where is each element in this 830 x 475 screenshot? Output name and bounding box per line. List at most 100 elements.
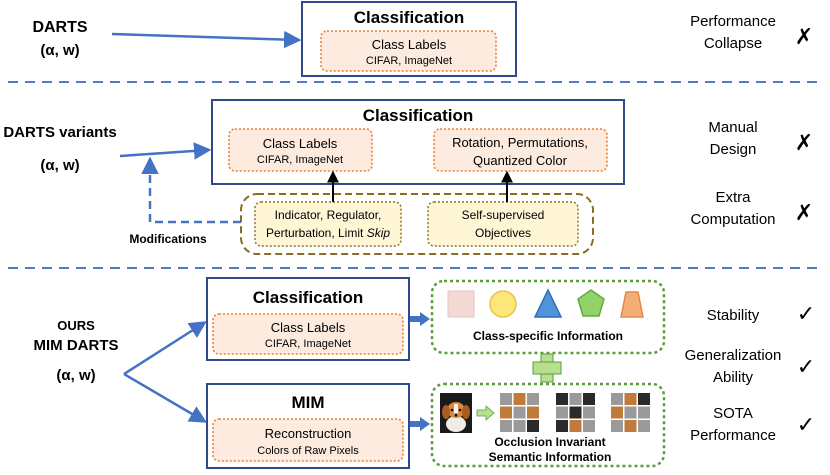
variants-pretext-box [433,128,608,172]
variants-label: DARTS variants [3,124,116,141]
ours-label: OURS [57,318,95,333]
visible-patch [638,393,650,405]
visible-patch [569,420,582,432]
mod-regularizers-line2: Perturbation, Limit Skip [266,226,390,240]
modifications-feedback-arrow [141,156,241,224]
variants-pretext-line1: Rotation, Permutations, [452,135,588,150]
visible-patch [624,393,637,405]
mod-regularizers-box [254,201,402,247]
visible-patch [569,406,582,419]
masked-patch [556,406,568,419]
cross-icon: ✗ [795,24,813,49]
mim-reconstruction-sub: Colors of Raw Pixels [257,445,359,457]
block-arrow-class [410,312,430,326]
masked-patch-grids [500,393,650,432]
variants-class-labels: Class Labels [263,136,338,151]
section-mim-darts: OURS MIM DARTS (α, w) Classification Cla… [34,277,815,469]
triangle-shape-icon [533,288,563,318]
result-performance-collapse-2: Collapse [704,35,762,52]
result-performance-collapse-1: Performance [690,13,776,30]
check-icon: ✓ [797,412,815,437]
result-extra-computation-2: Computation [690,211,775,228]
mim-reconstruction-box [212,418,404,462]
result-manual-design-2: Design [710,141,757,158]
mod-selfsup-line1: Self-supervised [462,208,545,222]
variants-classification-title: Classification [363,106,474,125]
mod-regularizers-line1: Indicator, Regulator, [275,208,382,222]
check-icon: ✓ [797,354,815,379]
block-arrow-mim [410,417,430,431]
mim-reconstruction: Reconstruction [265,426,352,441]
cross-icon: ✗ [795,200,813,225]
result-extra-computation-1: Extra [715,189,751,206]
darts-class-labels-box [320,30,497,72]
masked-patch [638,420,650,432]
semantic-info-box [430,382,666,468]
visible-patch [624,420,637,432]
masked-patch [638,406,650,419]
visible-patch [500,406,512,419]
masked-patch [513,420,526,432]
result-manual-design-1: Manual [708,119,757,136]
branch-arrow-down [123,372,208,423]
result-generalization-1: Generalization [685,347,782,364]
puppy-image [440,393,472,433]
masked-patch [611,393,623,405]
green-arrow-icon [476,405,495,421]
mim-class-labels-box [212,313,404,355]
masked-patch [583,420,595,432]
masked-patch [583,406,595,419]
check-icon: ✓ [797,301,815,326]
variants-datasets: CIFAR, ImageNet [257,154,343,166]
mim-title: MIM [291,393,324,412]
modifications-label: Modifications [129,232,207,246]
result-sota-2: Performance [690,427,776,444]
result-sota-1: SOTA [713,405,753,422]
section-darts-variants: DARTS variants (α, w) Classification Cla… [3,99,813,255]
masked-patch [527,393,539,405]
plus-icon [532,353,562,383]
darts-class-labels: Class Labels [372,37,447,52]
semantic-info-line2: Semantic Information [489,450,612,464]
circle-shape-icon [489,290,517,318]
section-darts: DARTS (α, w) Classification Class Labels… [32,1,813,77]
cross-icon: ✗ [795,130,813,155]
result-stability: Stability [707,307,760,324]
visible-patch [527,420,539,432]
trapezoid-shape-icon [620,291,644,318]
variants-arrow [119,142,212,160]
visible-patch [583,393,595,405]
shape-row [447,288,644,318]
visible-patch [513,393,526,405]
mim-class-labels: Class Labels [271,320,346,335]
masked-patch [500,393,512,405]
darts-label: DARTS [32,19,87,36]
result-generalization-2: Ability [713,369,754,386]
variants-pretext-line2: Quantized Color [473,153,568,168]
masked-patch [611,420,623,432]
variants-params: (α, w) [40,157,79,174]
visible-patch [556,420,568,432]
masked-patch [500,420,512,432]
pentagon-shape-icon [577,289,605,317]
mod-selfsup-box [427,201,579,247]
masked-patch [513,406,526,419]
mim-classification-title: Classification [253,288,364,307]
mim-class-datasets: CIFAR, ImageNet [265,338,351,350]
darts-arrow [111,30,302,49]
visible-patch [556,393,568,405]
darts-datasets: CIFAR, ImageNet [366,55,452,67]
class-info-label: Class-specific Information [473,329,623,343]
darts-classification-title: Classification [354,8,465,27]
branch-arrow-up [123,321,207,376]
darts-params: (α, w) [40,42,79,59]
variants-class-labels-box [228,128,373,172]
masked-patch [569,393,582,405]
visible-patch [527,406,539,419]
mim-darts-label: MIM DARTS [34,337,119,354]
mim-darts-params: (α, w) [56,367,95,384]
visible-patch [611,406,623,419]
masked-patch [624,406,637,419]
mod-selfsup-line2: Objectives [475,226,531,240]
